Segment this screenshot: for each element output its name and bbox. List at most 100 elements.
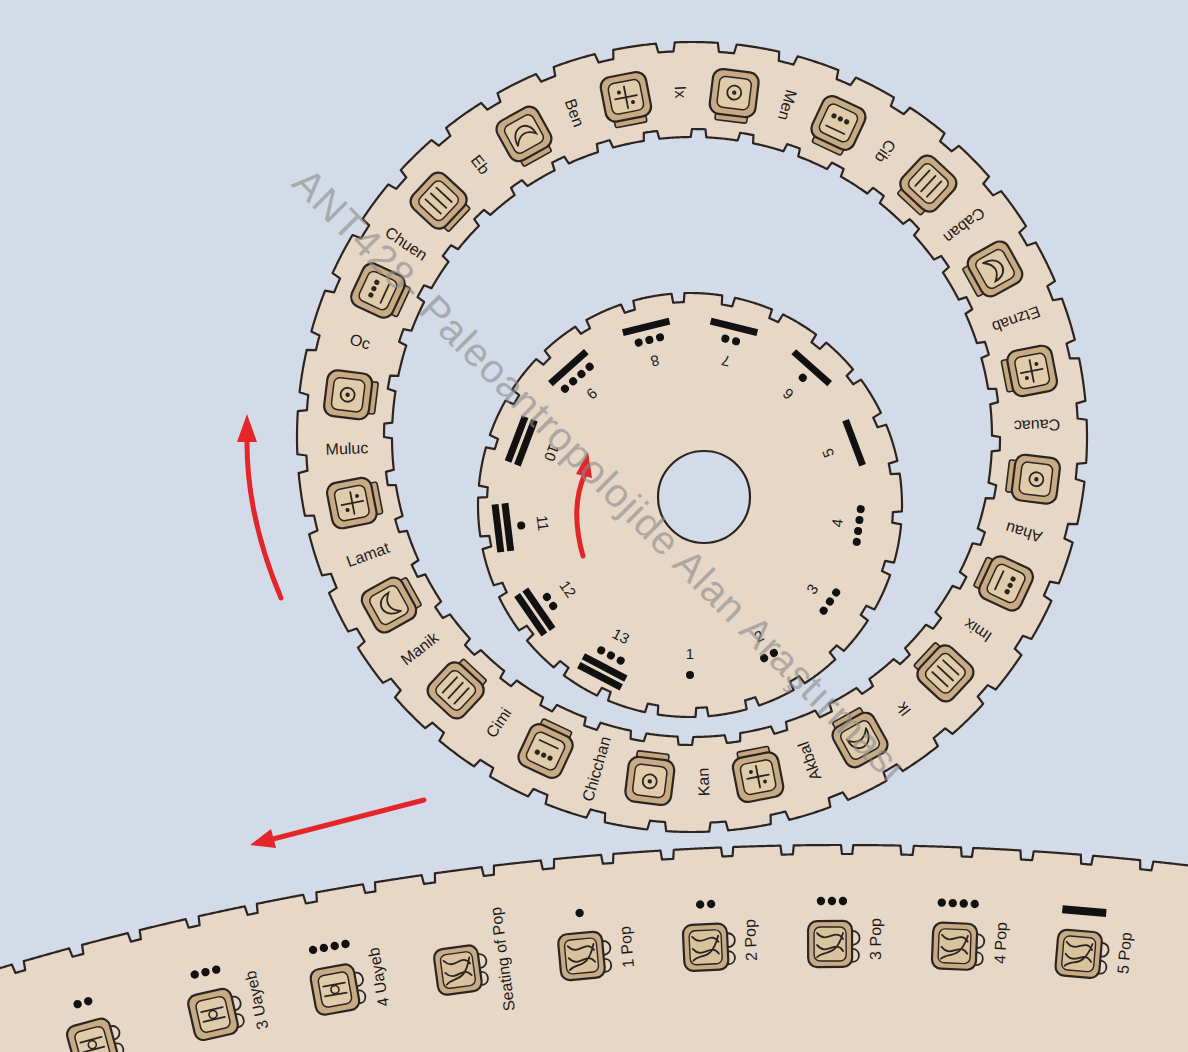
number-bar bbox=[710, 318, 758, 336]
glyph-mark bbox=[370, 285, 377, 292]
number-marks bbox=[706, 318, 758, 350]
number-dot bbox=[330, 941, 340, 951]
glyph-mark bbox=[330, 985, 339, 994]
glyph-face bbox=[440, 951, 476, 989]
glyph-mark bbox=[1010, 576, 1017, 583]
ring-body bbox=[297, 42, 1087, 832]
glyph-mark bbox=[617, 90, 622, 95]
glyph-mark bbox=[1034, 362, 1039, 367]
number-wheel: 12345678910111213 bbox=[474, 289, 906, 721]
glyph-face bbox=[1061, 936, 1096, 973]
glyph-mark bbox=[1065, 942, 1093, 968]
glyph-frame bbox=[424, 658, 488, 722]
number-dot bbox=[584, 361, 595, 372]
glyph-frame bbox=[624, 756, 675, 806]
glyph-mark bbox=[511, 122, 538, 146]
glyph-face bbox=[433, 668, 478, 712]
day-glyph bbox=[599, 70, 654, 129]
day-name: Kan bbox=[696, 767, 713, 796]
number-marks bbox=[842, 419, 866, 466]
glyph-frame bbox=[406, 169, 470, 233]
day-glyph bbox=[1000, 344, 1059, 399]
glyph-frame bbox=[808, 93, 869, 153]
glyph-frame bbox=[964, 238, 1026, 300]
glyph-mark bbox=[613, 84, 639, 110]
glyph-frame bbox=[683, 923, 729, 971]
glyph-frame bbox=[323, 369, 373, 420]
number-dot bbox=[831, 587, 842, 598]
number-dot bbox=[308, 945, 318, 955]
day-glyph bbox=[406, 169, 475, 237]
day-glyph bbox=[730, 745, 785, 804]
glyph-frame bbox=[976, 553, 1036, 614]
glyph-frame bbox=[896, 151, 960, 215]
glyph-face bbox=[974, 247, 1017, 290]
glyph-mark bbox=[1007, 582, 1014, 589]
glyph-mark bbox=[339, 490, 365, 516]
day-glyph bbox=[909, 637, 978, 705]
number-bar bbox=[842, 419, 866, 466]
number-dot bbox=[855, 516, 864, 525]
number-dot bbox=[948, 899, 957, 908]
glyph-mark bbox=[367, 292, 374, 299]
day-glyph bbox=[806, 93, 869, 159]
number-dot bbox=[606, 650, 617, 661]
number-dot bbox=[200, 967, 210, 977]
glyph-mark bbox=[749, 770, 754, 775]
number-dot bbox=[559, 383, 570, 394]
glyph-frame bbox=[558, 931, 606, 981]
number-dot bbox=[937, 898, 946, 907]
number-label: 1 bbox=[686, 646, 694, 661]
glyph-frame bbox=[309, 963, 360, 1016]
glyph-mark bbox=[444, 957, 473, 984]
glyph-mark bbox=[87, 1040, 97, 1050]
glyph-mark bbox=[1025, 376, 1030, 381]
number-dot bbox=[517, 521, 526, 530]
glyph-frame bbox=[1055, 929, 1103, 979]
glyph-mark bbox=[941, 935, 968, 960]
glyph-frame bbox=[709, 68, 760, 118]
glyph-face bbox=[607, 79, 644, 116]
glyph-mark bbox=[631, 100, 636, 105]
number-bar bbox=[577, 662, 623, 691]
number-dot bbox=[818, 605, 829, 616]
glyph-mark bbox=[540, 740, 558, 748]
glyph-mark bbox=[323, 983, 346, 997]
glyph-frame bbox=[932, 922, 978, 970]
glyph-face bbox=[334, 484, 371, 521]
day-glyph bbox=[358, 571, 425, 636]
glyph-frame bbox=[358, 574, 420, 636]
month-glyph bbox=[59, 991, 127, 1052]
number-label: 4 bbox=[829, 518, 845, 528]
day-glyph bbox=[515, 716, 578, 782]
day-glyph bbox=[971, 551, 1037, 614]
glyph-mark bbox=[692, 936, 719, 961]
number-dot bbox=[817, 897, 825, 905]
glyph-mark bbox=[547, 755, 554, 762]
arrow-shaft bbox=[273, 800, 424, 839]
glyph-frame bbox=[515, 721, 576, 781]
day-name: Ix bbox=[672, 86, 688, 99]
glyph-mark bbox=[1019, 358, 1045, 384]
number-marks bbox=[852, 505, 865, 547]
number-bar bbox=[548, 349, 589, 386]
glyph-face bbox=[368, 584, 411, 627]
arrow-shaft bbox=[247, 438, 281, 598]
number-bar bbox=[622, 318, 670, 336]
glyph-face bbox=[632, 764, 668, 799]
number-dot bbox=[341, 939, 351, 949]
number-marks bbox=[818, 587, 842, 616]
day-glyph bbox=[708, 68, 760, 124]
glyph-mark bbox=[201, 1007, 225, 1022]
month-label: 3 Pop bbox=[868, 918, 884, 960]
glyph-mark bbox=[355, 494, 360, 499]
number-dot bbox=[634, 338, 644, 348]
glyph-mark bbox=[732, 90, 737, 95]
glyph-mark bbox=[568, 944, 596, 970]
number-dot bbox=[970, 900, 979, 909]
number-marks bbox=[686, 671, 694, 679]
day-name: Cauac bbox=[1013, 416, 1060, 434]
glyph-mark bbox=[932, 660, 958, 686]
day-name: Muluc bbox=[326, 440, 369, 457]
